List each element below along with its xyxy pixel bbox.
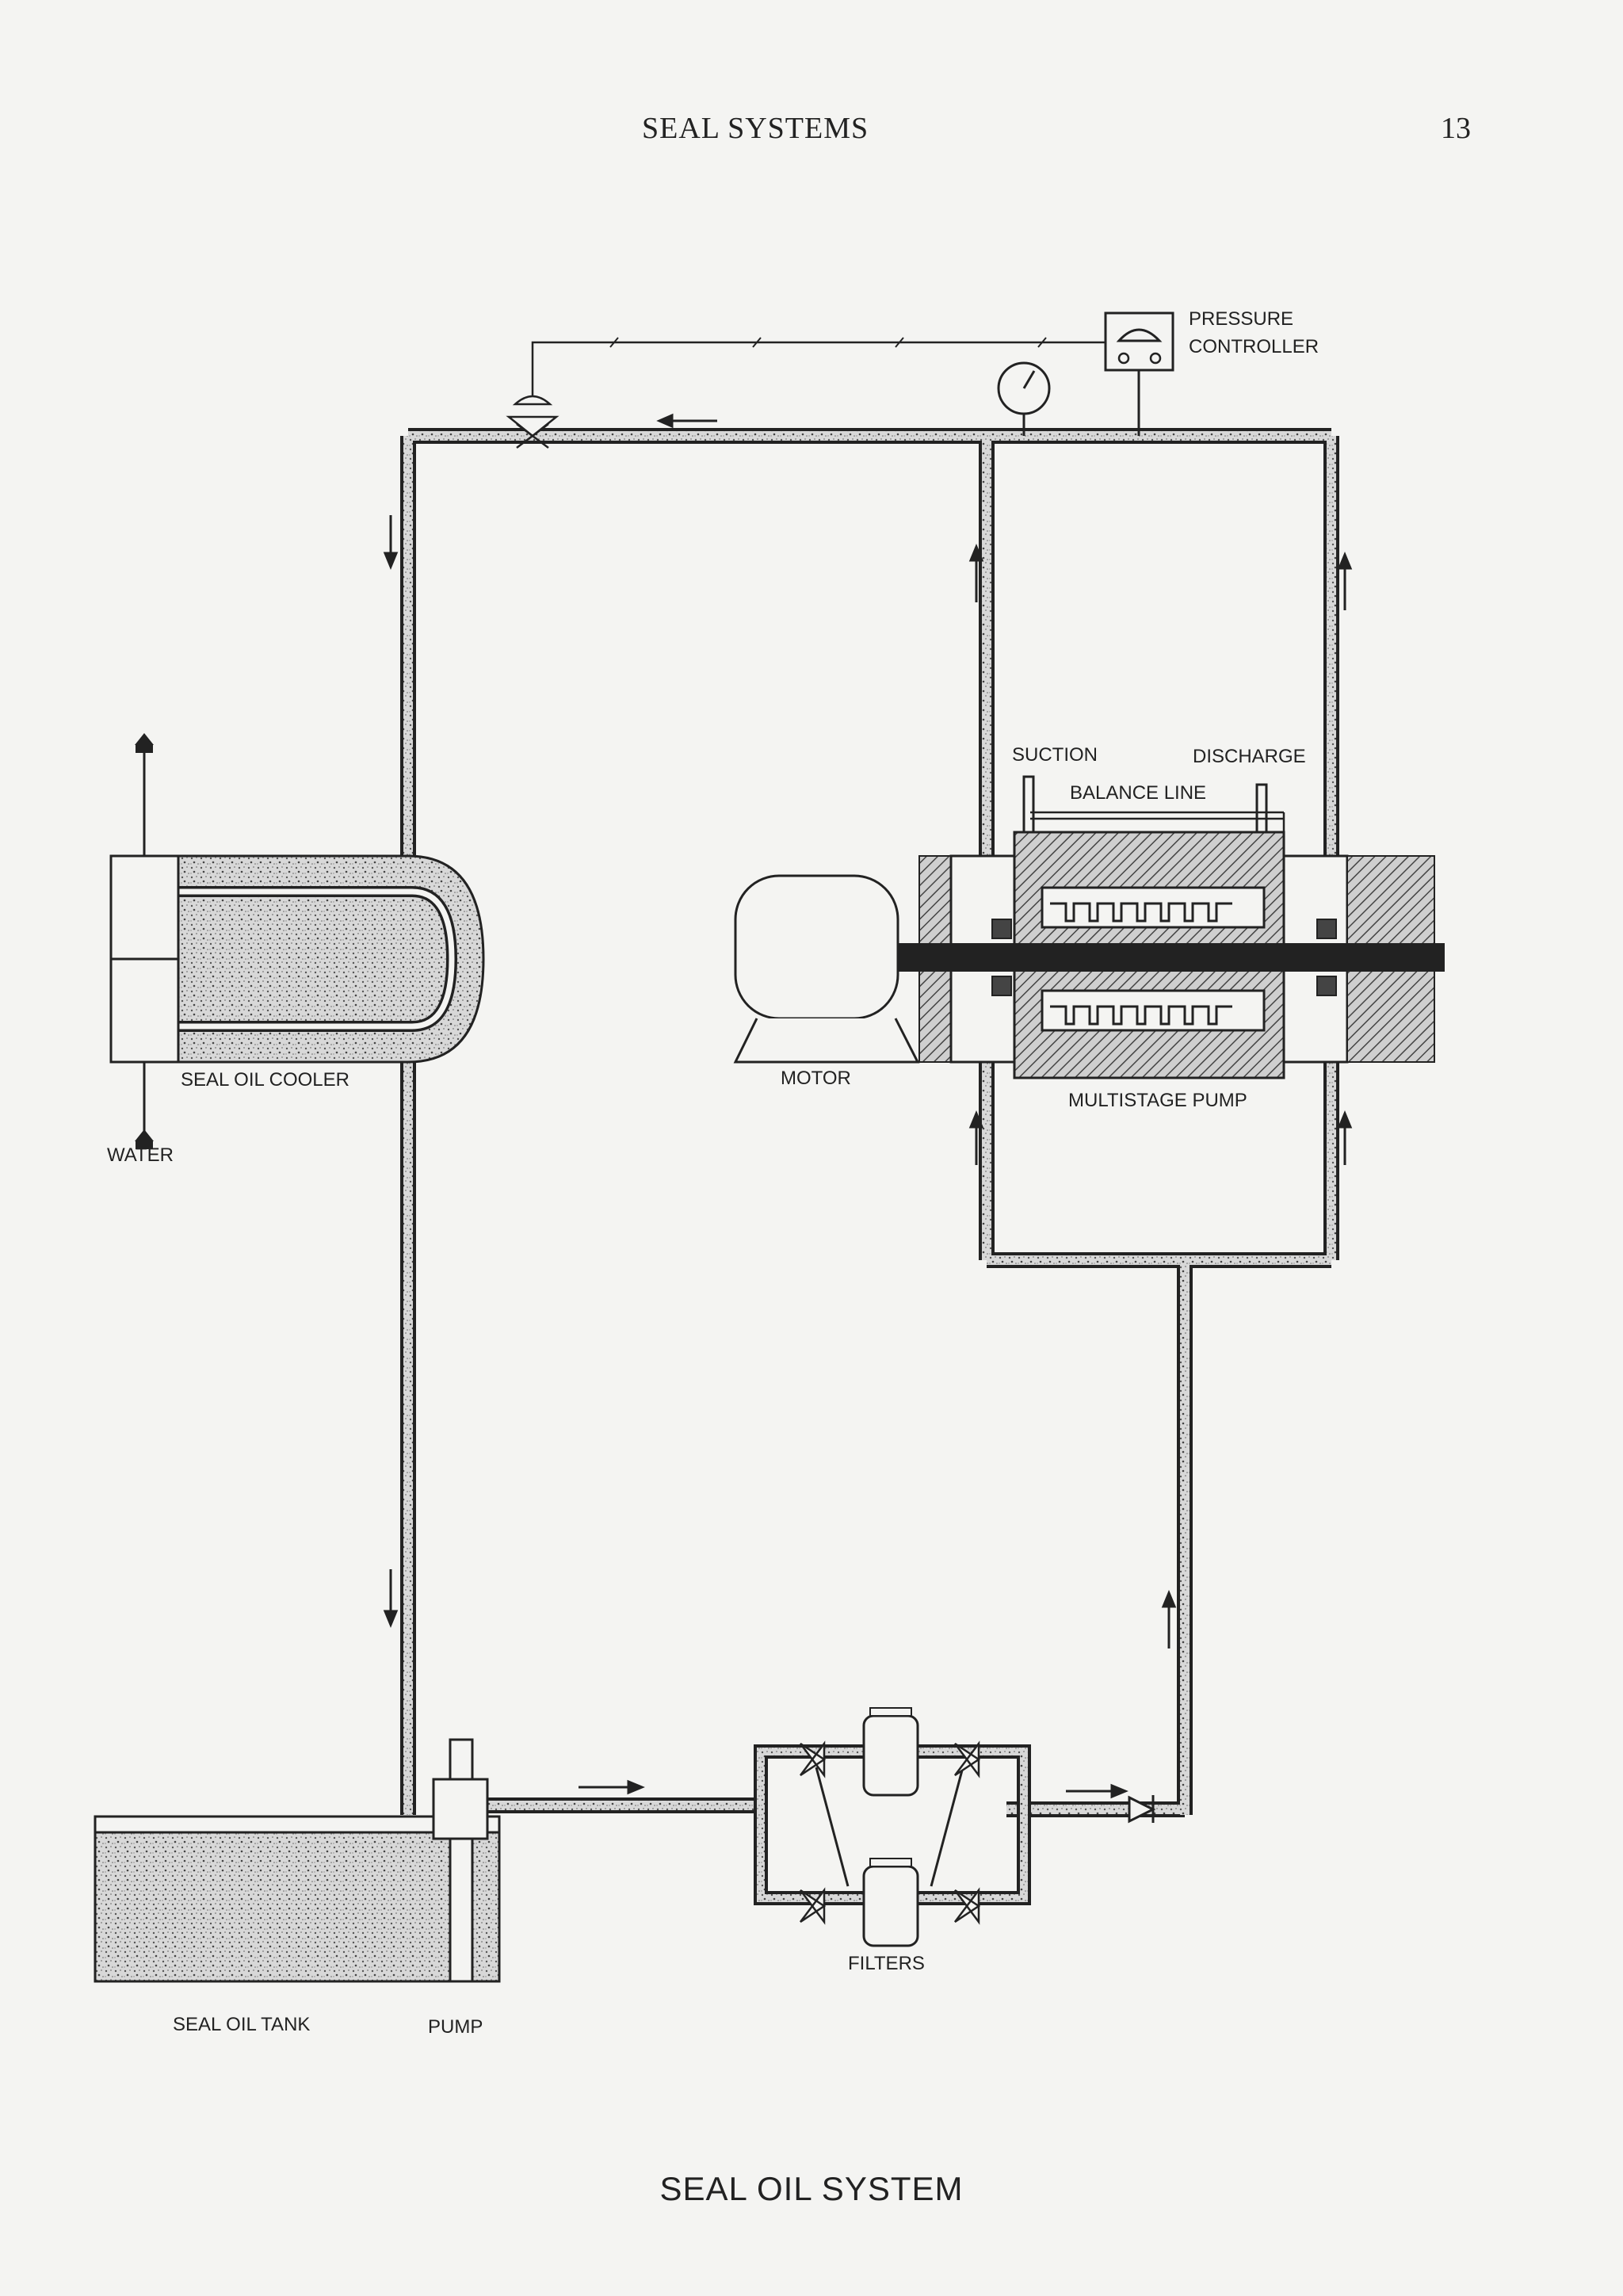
- discharge-label: DISCHARGE: [1193, 746, 1306, 767]
- pump-label: PUMP: [428, 2016, 483, 2038]
- diagram-labels: PRESSURE CONTROLLER SUCTION DISCHARGE BA…: [107, 308, 1319, 2038]
- pressure-controller-label-2: CONTROLLER: [1189, 336, 1319, 357]
- pressure-controller-label-1: PRESSURE: [1189, 308, 1293, 330]
- seal-oil-tank: [94, 1815, 501, 1983]
- pressure-controller: [1104, 311, 1174, 436]
- pump: [432, 1738, 489, 1983]
- page-number: 13: [1441, 112, 1471, 145]
- water-label: WATER: [107, 1144, 174, 1166]
- arrow-left-down-1: [383, 515, 399, 570]
- piping: [400, 428, 1339, 1817]
- suction-label: SUCTION: [1012, 744, 1098, 766]
- arrow-inner-up-low: [968, 1110, 984, 1165]
- arrow-pump-out: [579, 1779, 645, 1795]
- multistage-pump-label: MULTISTAGE PUMP: [1068, 1090, 1247, 1111]
- arrow-filter-out: [1066, 1783, 1128, 1799]
- filters-label: FILTERS: [848, 1953, 925, 1974]
- running-head: SEAL SYSTEMS: [642, 112, 869, 145]
- arrow-top-left: [656, 413, 717, 429]
- arrow-outer-up-low: [1337, 1110, 1353, 1165]
- seal-oil-cooler: [109, 733, 485, 1149]
- control-valve-top: [506, 395, 559, 449]
- page-header: SEAL SYSTEMS 13: [0, 111, 1623, 159]
- seal-oil-cooler-label: SEAL OIL COOLER: [181, 1069, 349, 1091]
- figure-caption: SEAL OIL SYSTEM: [659, 2170, 964, 2207]
- arrow-right-up: [1161, 1590, 1177, 1648]
- arrow-outer-up: [1337, 552, 1353, 610]
- multistage-pump: [898, 775, 1445, 1079]
- arrow-inner-up: [968, 544, 984, 602]
- motor-label: MOTOR: [781, 1068, 851, 1089]
- filter-valve: [800, 1740, 981, 1925]
- filters: [754, 1707, 1031, 1947]
- signal-line: [531, 337, 1106, 403]
- seal-oil-tank-label: SEAL OIL TANK: [173, 2014, 310, 2035]
- arrow-left-down-2: [383, 1569, 399, 1628]
- balance-line-label: BALANCE LINE: [1070, 782, 1206, 804]
- flow-arrows: [383, 413, 1353, 1799]
- check-valve: [1128, 1795, 1156, 1824]
- motor: [733, 874, 920, 1064]
- pressure-gauge: [997, 361, 1051, 436]
